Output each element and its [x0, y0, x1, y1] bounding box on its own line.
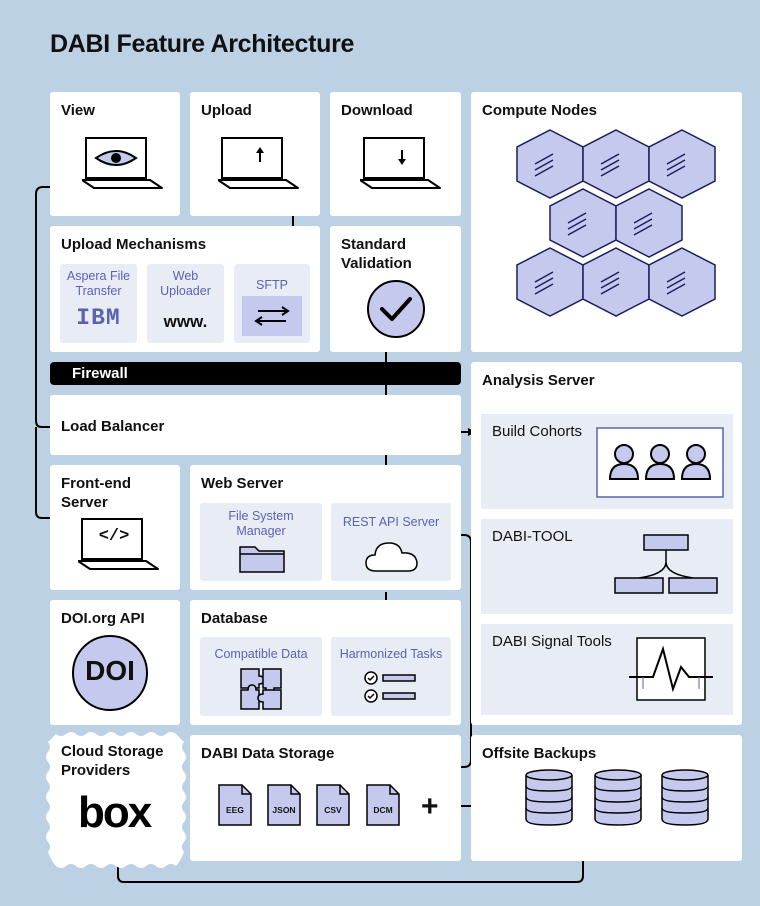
file-icon — [316, 784, 350, 826]
compute-nodes-box: Compute Nodes — [471, 92, 742, 352]
json-label: JSON — [272, 805, 296, 815]
aspera-file-transfer[interactable]: Aspera File Transfer IBM — [60, 264, 137, 343]
firewall-bar: Firewall — [50, 362, 461, 385]
database-title: Database — [201, 610, 268, 627]
cloud-icon — [365, 542, 418, 572]
database-box: Database Compatible Data Harmonized Task… — [190, 600, 461, 725]
web-uploader-label: Web Uploader — [160, 269, 211, 298]
standard-validation-title: Standard Validation — [341, 236, 412, 272]
eeg-file: EEG — [218, 784, 252, 826]
upload-title: Upload — [201, 102, 252, 119]
analysis-server-title: Analysis Server — [482, 372, 595, 389]
download-title: Download — [341, 102, 413, 119]
arrow-to-view — [35, 183, 65, 428]
eeg-label: EEG — [226, 805, 244, 815]
file-system-manager-label: File System Manager — [228, 509, 294, 538]
data-storage-title: DABI Data Storage — [201, 745, 335, 762]
sftp[interactable]: SFTP — [234, 264, 310, 343]
rest-api-server[interactable]: REST API Server — [331, 503, 451, 581]
frontend-server-box: Front-end Server </> — [50, 465, 180, 590]
code-brackets: </> — [98, 527, 130, 546]
file-system-manager[interactable]: File System Manager — [200, 503, 322, 581]
rest-api-server-label: REST API Server — [342, 515, 440, 529]
dcm-label: DCM — [373, 805, 393, 815]
build-cohorts-label: Build Cohorts — [492, 423, 583, 440]
load-balancer-box: Load Balancer — [50, 395, 461, 455]
dabi-tool-panel[interactable]: DABI-TOOL — [481, 519, 733, 614]
tree-hierarchy-icon — [614, 534, 718, 594]
task-list-icon — [364, 671, 416, 703]
code-laptop-icon — [78, 518, 159, 570]
build-cohorts-panel[interactable]: Build Cohorts — [481, 414, 733, 509]
upload-box: Upload — [190, 92, 320, 216]
firewall-label: Firewall — [72, 365, 128, 382]
ibm-logo: IBM — [60, 307, 137, 330]
compatible-data[interactable]: Compatible Data — [200, 637, 322, 716]
view-box: View — [50, 92, 180, 216]
compute-nodes-title: Compute Nodes — [482, 102, 598, 119]
compatible-data-label: Compatible Data — [214, 647, 308, 661]
page-title: DABI Feature Architecture — [50, 30, 355, 58]
offsite-backups-title: Offsite Backups — [482, 745, 597, 762]
harmonized-tasks[interactable]: Harmonized Tasks — [331, 637, 451, 716]
harmonized-tasks-label: Harmonized Tasks — [339, 647, 443, 661]
upload-mechanisms-box: Upload Mechanisms Aspera File Transfer I… — [50, 226, 320, 352]
standard-validation-box: Standard Validation — [330, 226, 461, 352]
doi-logo-text: DOI — [85, 655, 135, 686]
dabi-signal-tools-label: DABI Signal Tools — [492, 633, 612, 650]
upload-mechanisms-title: Upload Mechanisms — [61, 236, 207, 253]
download-laptop-icon — [360, 137, 441, 189]
file-icon — [218, 784, 252, 826]
box-logo: box — [78, 788, 152, 837]
dabi-signal-tools-panel[interactable]: DABI Signal Tools — [481, 624, 733, 715]
frontend-server-title: Front-end Server — [61, 475, 131, 511]
transfer-arrows-icon — [242, 296, 302, 336]
offsite-backups-box: Offsite Backups — [471, 735, 742, 861]
compute-nodes-icon — [516, 129, 716, 317]
view-title: View — [61, 102, 95, 119]
file-icon — [366, 784, 400, 826]
doi-api-title: DOI.org API — [61, 610, 145, 627]
eye-laptop-icon — [82, 137, 163, 189]
upload-laptop-icon — [218, 137, 299, 189]
doi-api-box: DOI.org API DOI — [50, 600, 180, 725]
web-server-box: Web Server File System Manager REST API … — [190, 465, 461, 590]
doi-logo-circle — [72, 635, 148, 711]
arrow-cloud-offsite — [117, 844, 587, 883]
web-uploader[interactable]: Web Uploader www. — [147, 264, 224, 343]
puzzle-icon — [240, 668, 282, 710]
arrow-to-frontend — [35, 427, 65, 522]
download-box: Download — [330, 92, 461, 216]
checkmark-icon — [367, 280, 425, 338]
cloud-storage-title: Cloud Storage Providers — [61, 743, 164, 779]
load-balancer-title: Load Balancer — [61, 418, 165, 435]
sftp-label: SFTP — [256, 278, 288, 292]
aspera-label: Aspera File Transfer — [66, 269, 131, 298]
csv-label: CSV — [324, 805, 342, 815]
file-icon — [267, 784, 301, 826]
www-logo: www. — [163, 312, 208, 331]
json-file: JSON — [267, 784, 301, 826]
signal-waveform-icon — [629, 637, 713, 701]
dcm-file: DCM — [366, 784, 400, 826]
csv-file: CSV — [316, 784, 350, 826]
web-server-title: Web Server — [201, 475, 284, 492]
cloud-storage-stamp — [46, 732, 186, 868]
plus-sign: + — [421, 790, 439, 823]
database-cylinders-icon — [525, 769, 709, 826]
cohort-people-icon — [596, 427, 724, 498]
folder-icon — [239, 546, 285, 573]
dabi-tool-label: DABI-TOOL — [492, 528, 573, 545]
